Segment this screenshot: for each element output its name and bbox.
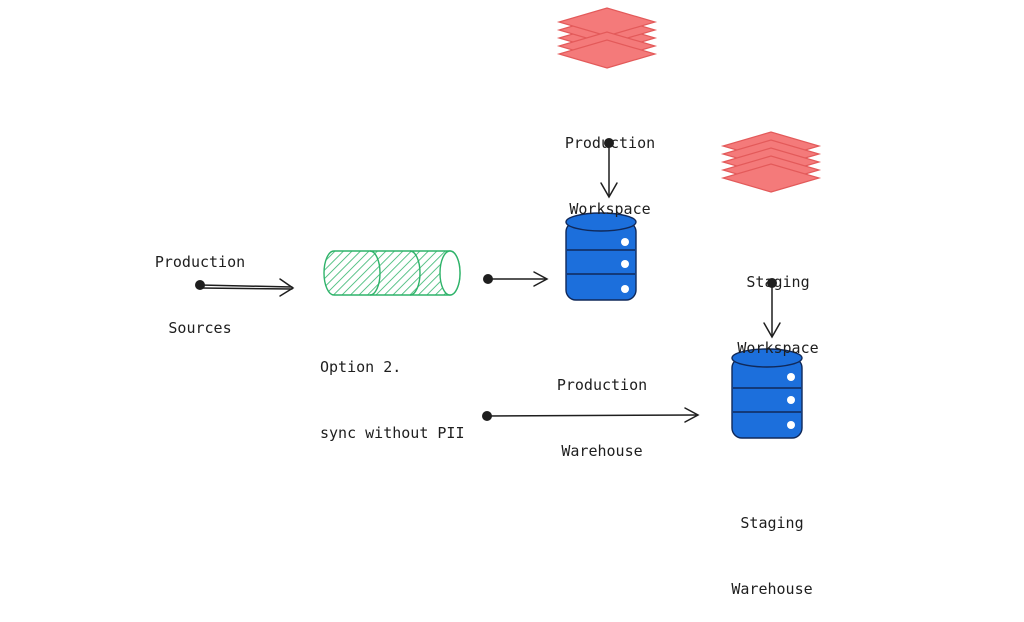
production-warehouse-line2: Warehouse (561, 442, 643, 460)
production-workspace-label: Production Workspace (550, 88, 670, 242)
staging-workspace-label: Staging Workspace (718, 227, 838, 381)
production-warehouse-line1: Production (556, 376, 648, 394)
arrow-sync-to-production-warehouse (483, 271, 549, 287)
staging-workspace-layers-icon (720, 131, 822, 193)
staging-workspace-line2: Workspace (737, 339, 819, 357)
option-sync-line1: Option 2. (320, 358, 402, 376)
arrow-to-staging-warehouse (482, 407, 700, 423)
staging-warehouse-label: Staging Warehouse (712, 468, 832, 622)
arrow-workspace-to-staging-warehouse (763, 278, 781, 339)
staging-warehouse-line1: Staging (740, 514, 804, 532)
production-sources-line1: Production (154, 253, 246, 271)
staging-warehouse-line2: Warehouse (731, 580, 813, 598)
production-sources-line2: Sources (168, 319, 232, 337)
production-warehouse-database-icon (565, 212, 637, 301)
pipe-cylinder-icon (323, 250, 461, 296)
arrow-sources-to-sync (195, 278, 295, 297)
option-sync-line2: sync without PII (320, 424, 465, 442)
production-workspace-layers-icon (556, 7, 658, 69)
diagram-canvas (195, 7, 822, 439)
staging-warehouse-database-icon (731, 348, 803, 439)
production-workspace-line2: Workspace (569, 200, 651, 218)
production-warehouse-label: Production Warehouse (542, 330, 662, 484)
production-sources-label: Production Sources (140, 207, 260, 361)
staging-workspace-line1: Staging (746, 273, 810, 291)
arrow-workspace-to-production-warehouse (600, 138, 618, 199)
production-workspace-line1: Production (564, 134, 656, 152)
option-sync-label: Option 2. sync without PII (320, 312, 490, 466)
